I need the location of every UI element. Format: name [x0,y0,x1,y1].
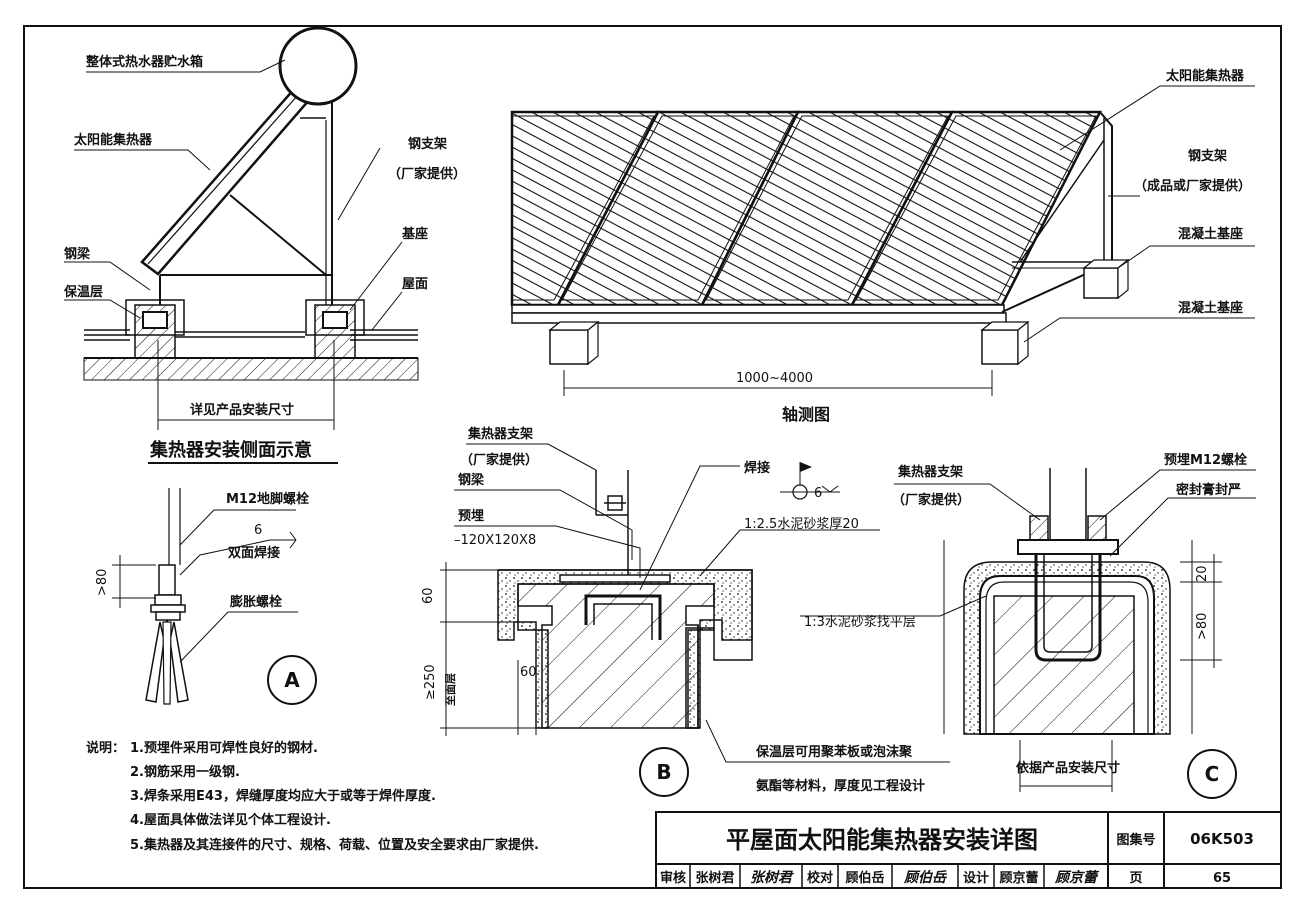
roof-slab [83,357,419,381]
atlas-number: 06K503 [1190,830,1254,848]
reviewer-name: 张树君 [695,870,734,886]
c-base [993,595,1135,735]
b-mortar-label: 1:2.5水泥砂浆厚20 [744,517,859,532]
axon-block-back [1083,267,1119,299]
axon-collector-label: 太阳能集热器 [1165,68,1245,84]
b-support-sub: （厂家提供） [460,452,538,468]
page-label: 页 [1129,871,1142,886]
detail-c: 20 >80 集热器支架 （厂家提供） 预埋M12螺栓 密封膏封严 1:3水泥砂… [800,452,1256,799]
c-support-sub: （厂家提供） [892,492,970,508]
axonometric-view: 太阳能集热器 钢支架 （成品或厂家提供） 混凝土基座 混凝土基座 1000~40… [510,68,1255,424]
axon-block-right [981,329,1019,365]
b-embed-label: 预埋 [458,508,484,524]
b-dim-250: ≥250 [423,664,438,700]
axon-bracket-label: 钢支架 [1188,148,1227,164]
title-block: 平屋面太阳能集热器安装详图 图集号 06K503 审核 张树君 张树君 校对 顾… [655,811,1282,889]
detail-b: 60 60 ≥250 至面层 集热器支架 （厂家提供） 钢梁 预埋 –120X1… [421,426,950,797]
b-mortar [497,569,753,729]
designer-name: 顾京蕾 [999,870,1038,886]
c-mortar-label: 1:3水泥砂浆找平层 [804,615,916,630]
c-dim-20: 20 [1195,565,1210,582]
c-seal-label: 密封膏封严 [1175,482,1241,498]
a-weld-label: 双面焊接 [228,545,280,561]
axon-caption: 轴测图 [782,405,830,424]
side-tank-icon [278,26,358,106]
notes-heading: 说明： [86,740,125,756]
axon-base-label-1: 混凝土基座 [1178,226,1243,242]
side-roof-label: 屋面 [402,277,428,292]
checker-signature: 顾伯岳 [903,869,948,886]
checker-name: 顾伯岳 [845,870,884,886]
a-anchor-label: 膨胀螺栓 [229,594,282,610]
design-label: 设计 [963,870,989,886]
b-dim-250-sub: 至面层 [444,673,457,706]
note-item-1: 1.预埋件采用可焊性良好的钢材. [130,740,318,756]
drawing-title: 平屋面太阳能集热器安装详图 [726,826,1038,854]
a-dim-label: >80 [95,569,110,596]
side-insulation-label: 保温层 [63,284,103,300]
b-marker-circle [639,747,689,797]
b-insul-note-1: 保温层可用聚苯板或泡沫聚 [755,744,913,760]
b-plate-label: –120X120X8 [454,533,536,548]
check-label: 校对 [807,870,833,886]
sheet-border [23,25,1282,889]
a-bolt-label: M12地脚螺栓 [226,491,309,507]
axon-block-left [549,329,589,365]
a-marker-circle [267,655,317,705]
c-dim-80: >80 [1195,613,1210,640]
axon-bracket-sub: （成品或厂家提供） [1134,178,1251,194]
b-dim-60: 60 [421,587,436,604]
side-collector-label: 太阳能集热器 [73,132,153,148]
b-dim-60b: 60 [520,665,537,680]
reviewer-signature: 张树君 [750,869,794,886]
c-marker-circle [1187,749,1237,799]
b-insul-note-2: 氨酯等材料，厚度见工程设计 [755,778,925,794]
a-weld-size: 6 [254,523,262,538]
side-view-caption: 集热器安装侧面示意 [149,439,312,461]
b-marker: B [656,760,671,784]
a-marker: A [284,668,300,692]
c-bolt-label: 预埋M12螺栓 [1164,452,1247,468]
notes: 说明： 1.预埋件采用可焊性良好的钢材. 2.钢筋采用一级钢. 3.焊条采用E4… [86,740,539,853]
c-dim-label: 依据产品安装尺寸 [1016,760,1120,776]
note-item-4: 4.屋面具体做法详见个体工程设计. [130,812,331,828]
b-beam-label: 钢梁 [458,472,485,488]
atlas-label: 图集号 [1116,832,1155,848]
detail-a: >80 M12地脚螺栓 6 双面焊接 膨胀螺栓 A [95,488,317,705]
note-item-5: 5.集热器及其连接件的尺寸、规格、荷载、位置及安全要求由厂家提供. [130,837,539,853]
side-dim-label: 详见产品安装尺寸 [190,402,294,418]
side-beam-label: 钢梁 [64,246,91,262]
tank-label: 整体式热水器贮水箱 [85,54,203,70]
side-bracket-label: 钢支架 [408,136,447,152]
b-support-label: 集热器支架 [467,426,533,442]
c-support-label: 集热器支架 [897,464,963,480]
side-base-label: 基座 [401,226,428,242]
designer-signature: 顾京蕾 [1054,869,1100,886]
axon-base-label-2: 混凝土基座 [1178,300,1243,316]
side-view: 整体式热水器贮水箱 太阳能集热器 钢支架 （厂家提供） 钢梁 保温层 基座 屋面… [63,26,466,464]
side-bracket-sub: （厂家提供） [388,166,466,182]
page-number: 65 [1213,871,1231,886]
review-label: 审核 [660,870,686,886]
note-item-2: 2.钢筋采用一级钢. [130,764,240,780]
b-weld-label: 焊接 [744,460,770,476]
side-base-right [314,304,356,359]
axon-dim-label: 1000~4000 [736,371,813,386]
c-marker: C [1205,762,1220,786]
note-item-3: 3.焊条采用E43，焊缝厚度均应大于或等于焊件厚度. [130,788,436,804]
b-weld-size: 6 [814,486,822,501]
